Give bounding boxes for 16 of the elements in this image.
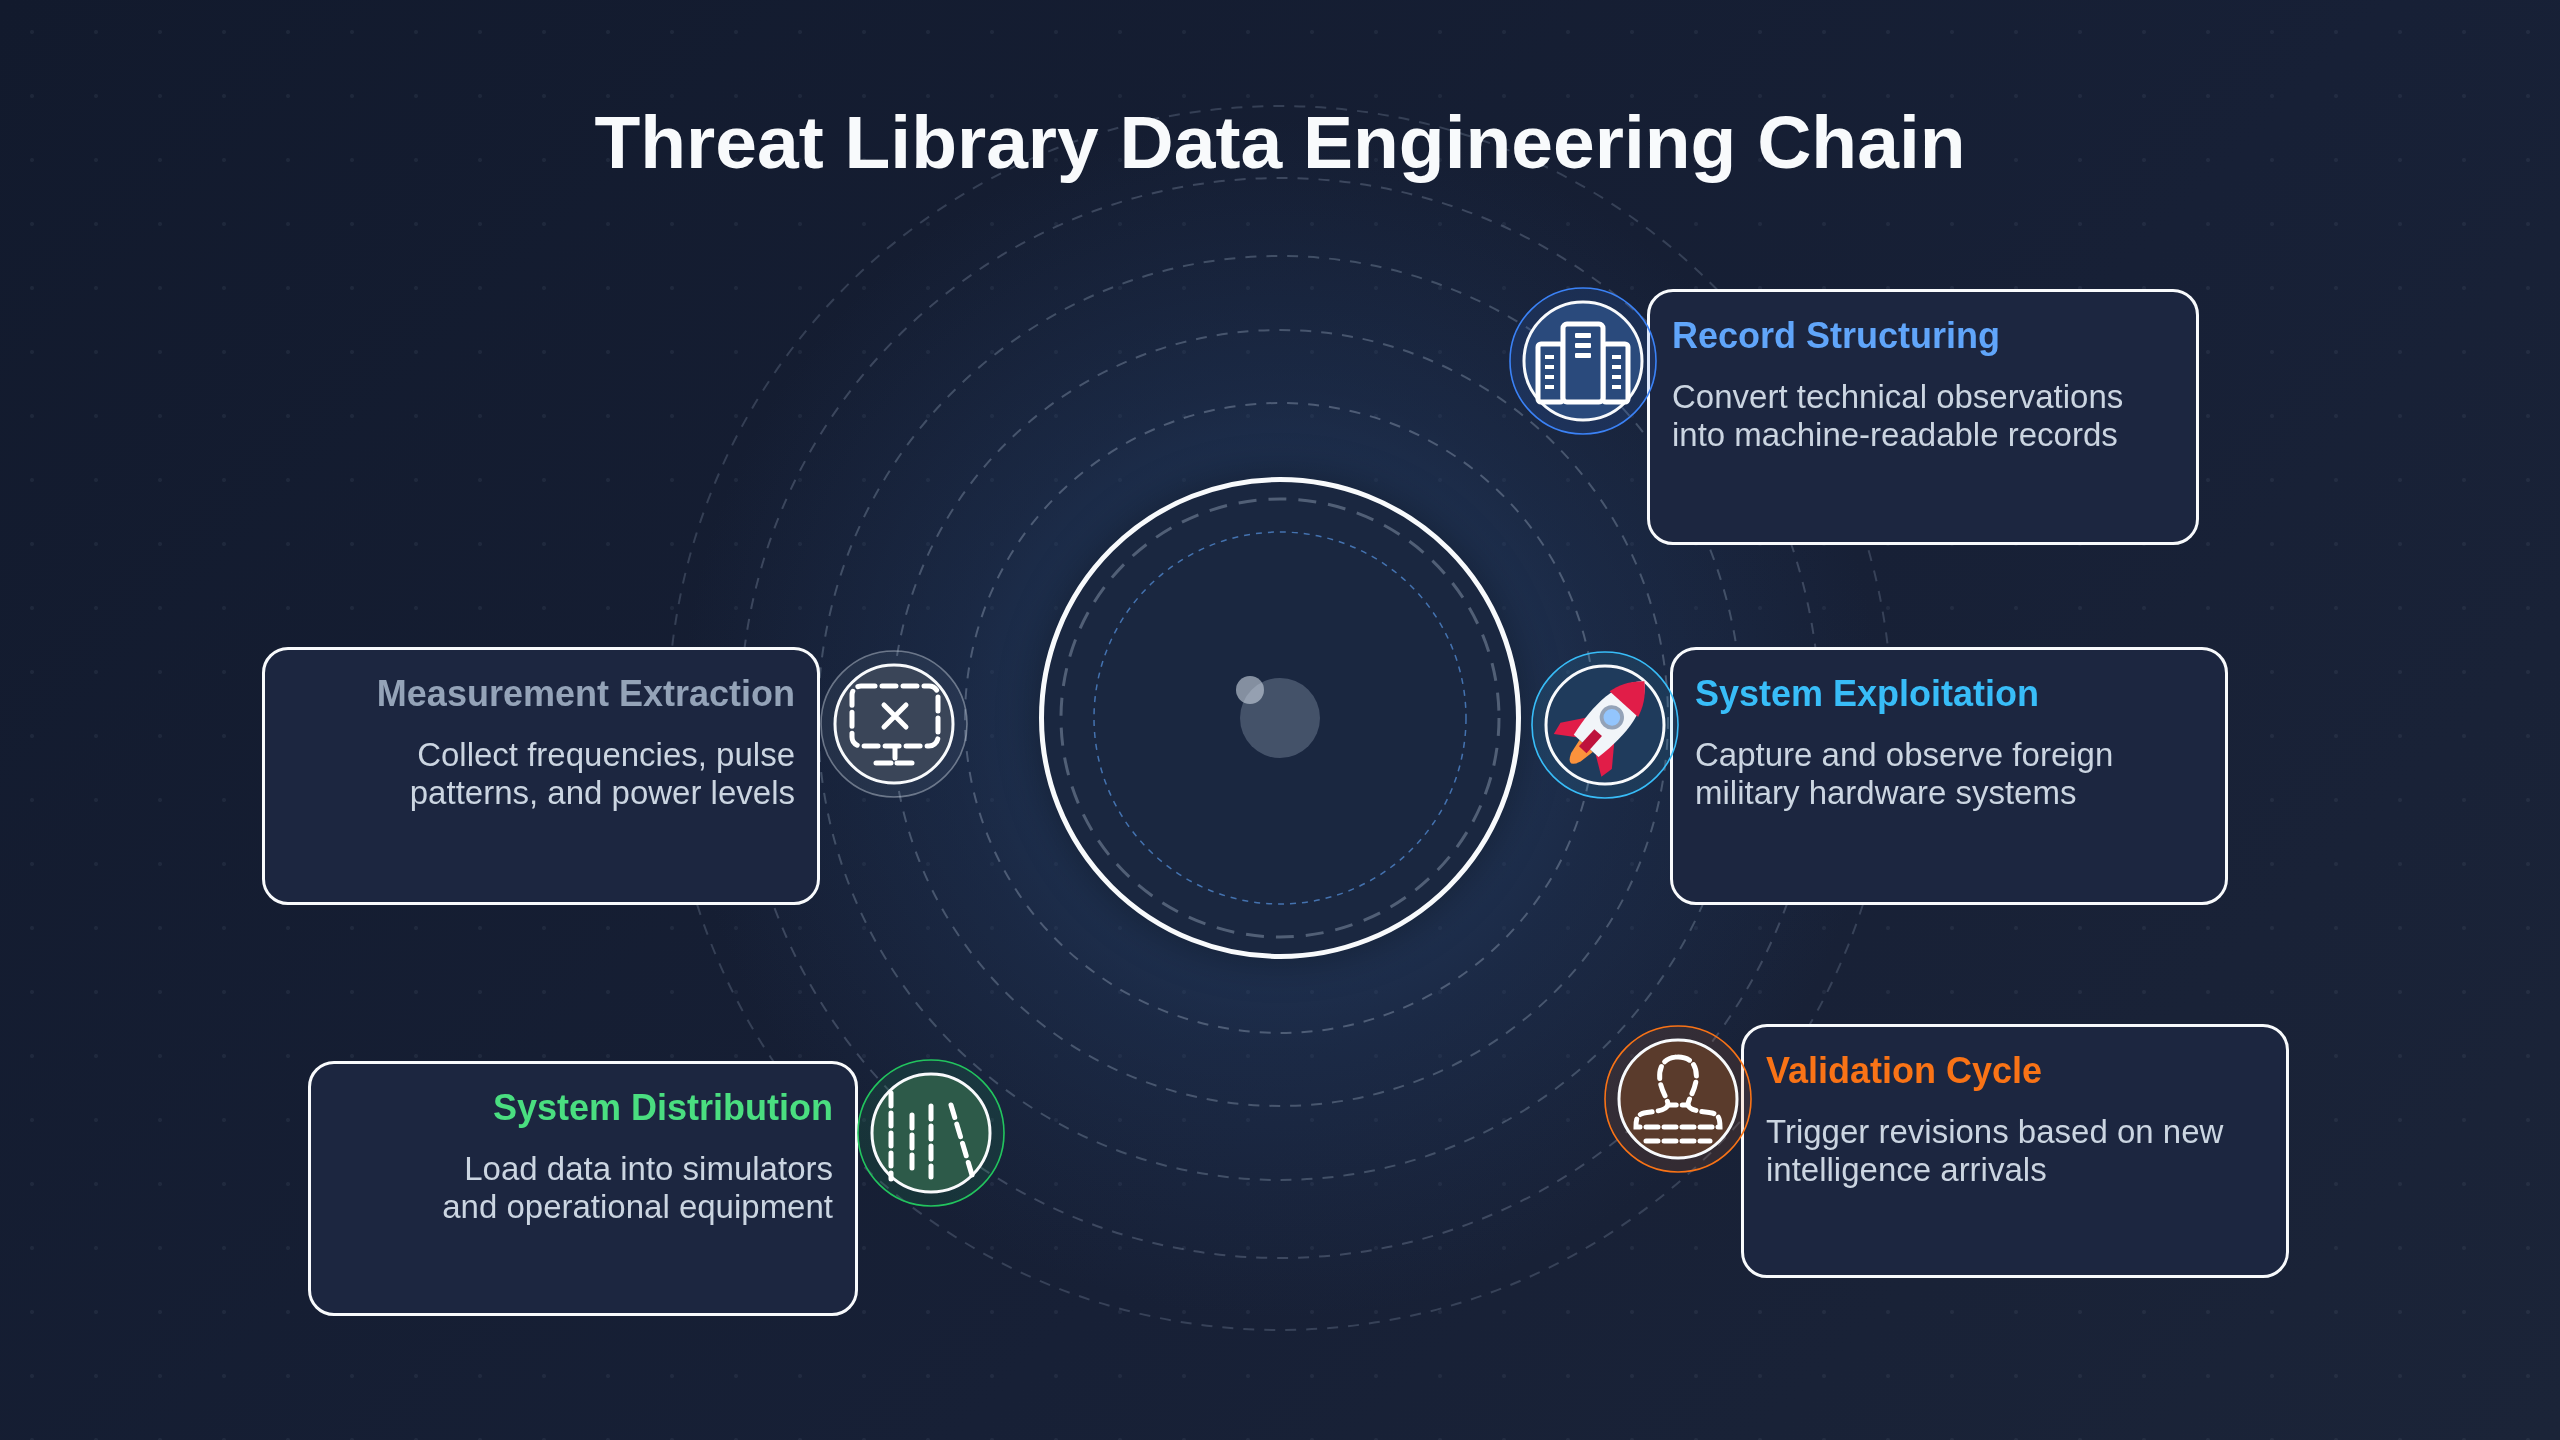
step-card <box>1741 1024 2289 1278</box>
step-card <box>262 647 820 905</box>
step-description: Capture and observe foreign military hardware systems <box>1695 736 2115 812</box>
diagram-title: Threat Library Data Engineering Chain <box>594 99 1966 186</box>
step-description: Trigger revisions based on new intelligence arrivals <box>1766 1113 2225 1189</box>
step-card <box>308 1061 858 1316</box>
step-title: Validation Cycle <box>1766 1049 2043 1093</box>
step-description: Load data into simulators and operational equipment <box>441 1150 833 1226</box>
step-description: Convert technical observations into machine-readable records <box>1672 378 2125 454</box>
step-title: Record Structuring <box>1672 314 2001 358</box>
step-card <box>1670 647 2228 905</box>
step-card <box>1647 289 2199 545</box>
step-title: System Exploitation <box>1695 672 2040 716</box>
step-title: System Distribution <box>492 1086 833 1130</box>
step-description: Collect frequencies, pulse patterns, and power levels <box>408 736 795 812</box>
step-title: Measurement Extraction <box>376 672 795 716</box>
